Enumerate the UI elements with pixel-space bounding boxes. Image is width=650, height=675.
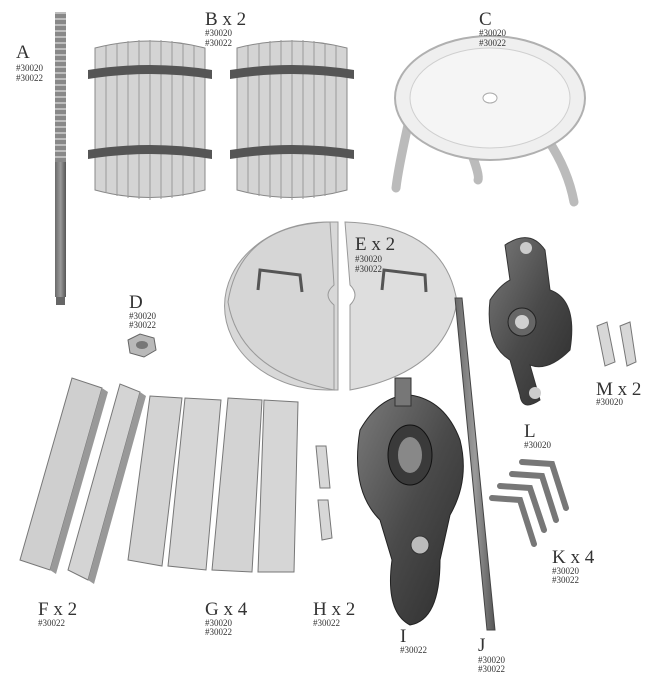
part-m-plates bbox=[596, 321, 637, 367]
label-i: I bbox=[400, 626, 407, 647]
code-k-1: #30020 bbox=[552, 566, 579, 576]
part-c-base-tray bbox=[391, 35, 586, 207]
label-b: B x 2 bbox=[205, 9, 247, 30]
label-c: C bbox=[479, 9, 492, 30]
label-l: L bbox=[524, 421, 536, 442]
label-f: F x 2 bbox=[38, 599, 78, 620]
part-i-ratchet bbox=[357, 377, 464, 626]
label-e: E x 2 bbox=[355, 234, 396, 255]
code-a-2: #30022 bbox=[16, 73, 43, 83]
part-b-barrel-right bbox=[230, 40, 354, 200]
code-b-1: #30020 bbox=[205, 28, 232, 38]
code-j-2: #30022 bbox=[478, 664, 505, 674]
part-b-barrel-left bbox=[88, 40, 212, 200]
label-m: M x 2 bbox=[596, 379, 642, 400]
code-e-2: #30022 bbox=[355, 264, 382, 274]
part-g-blocks bbox=[127, 395, 299, 573]
code-g-2: #30022 bbox=[205, 627, 232, 637]
code-c-2: #30022 bbox=[479, 38, 506, 48]
code-a-1: #30020 bbox=[16, 63, 43, 73]
part-f-beams bbox=[19, 377, 146, 584]
part-j-handle-bar bbox=[454, 297, 496, 631]
part-k-pins bbox=[489, 459, 569, 547]
part-a-spindle bbox=[55, 12, 66, 305]
label-a: A bbox=[16, 42, 30, 63]
code-m-1: #30020 bbox=[596, 397, 623, 407]
label-k: K x 4 bbox=[552, 547, 595, 568]
part-e-press-plate bbox=[224, 221, 458, 391]
code-c-1: #30020 bbox=[479, 28, 506, 38]
code-j-1: #30020 bbox=[478, 655, 505, 665]
code-g-1: #30020 bbox=[205, 618, 232, 628]
code-i-1: #30022 bbox=[400, 645, 427, 655]
code-d-1: #30020 bbox=[129, 311, 156, 321]
code-l-1: #30020 bbox=[524, 440, 551, 450]
code-d-2: #30022 bbox=[129, 320, 156, 330]
label-d: D bbox=[129, 292, 143, 313]
code-k-2: #30022 bbox=[552, 575, 579, 585]
code-f-1: #30022 bbox=[38, 618, 65, 628]
label-h: H x 2 bbox=[313, 599, 356, 620]
part-h-plates bbox=[315, 445, 333, 541]
label-g: G x 4 bbox=[205, 599, 248, 620]
label-j: J bbox=[478, 635, 486, 656]
part-l-ratchet-head bbox=[488, 237, 573, 406]
part-d-nut bbox=[127, 333, 157, 358]
code-e-1: #30020 bbox=[355, 254, 382, 264]
code-h-1: #30022 bbox=[313, 618, 340, 628]
code-b-2: #30022 bbox=[205, 38, 232, 48]
